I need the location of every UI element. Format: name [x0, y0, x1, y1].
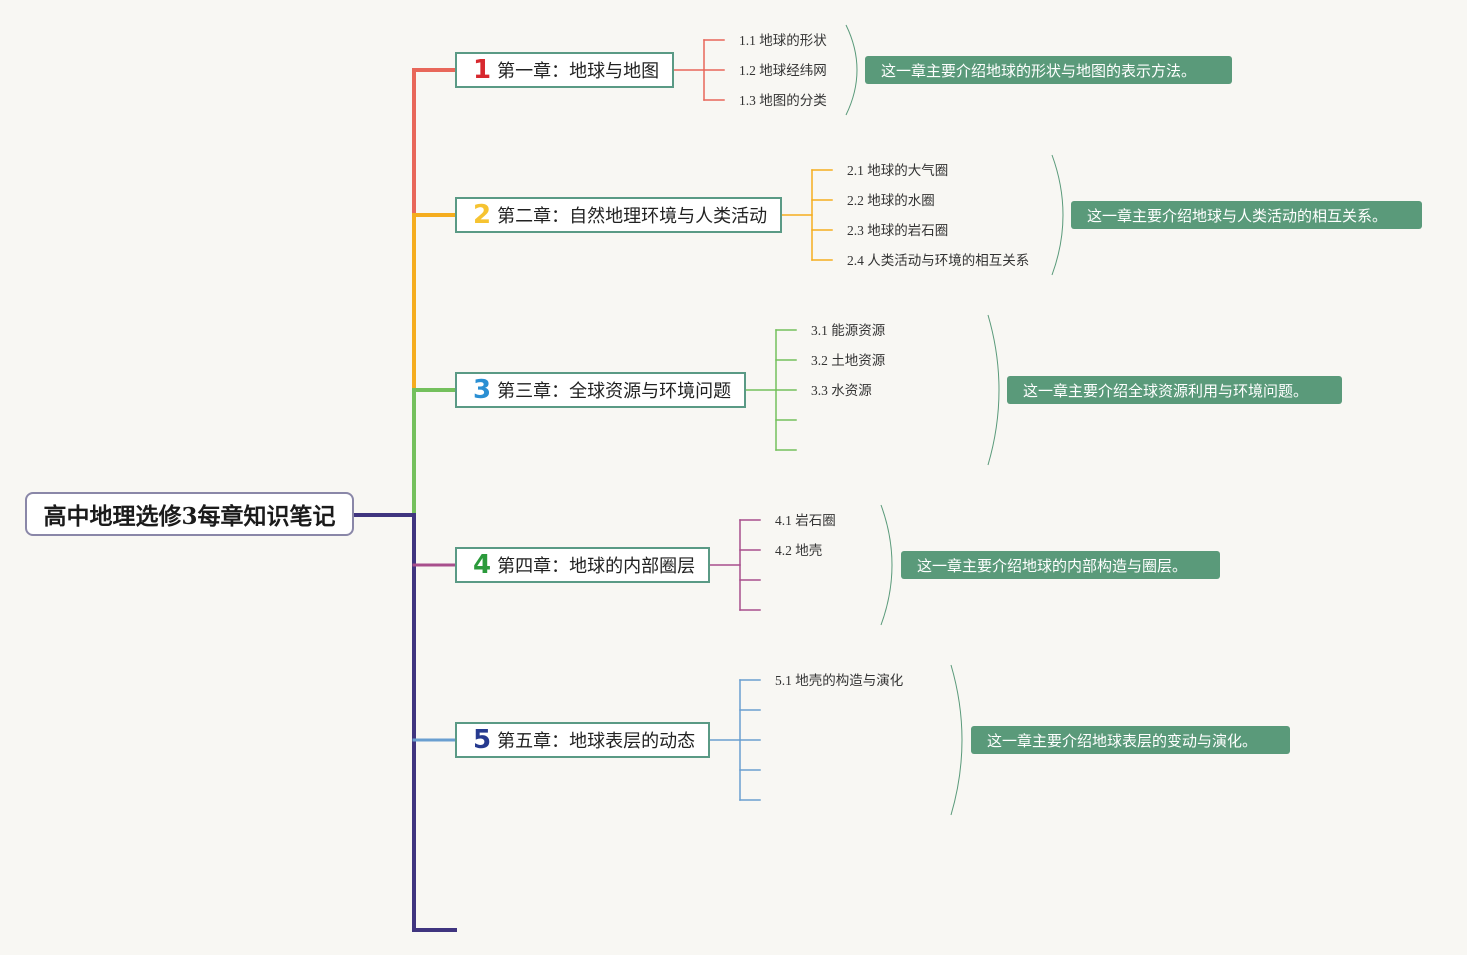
subtopic-2-2[interactable]: 2.2 地球的水圈	[847, 193, 935, 208]
chapter-4-node[interactable]: 4 第四章：地球的内部圈层	[455, 547, 710, 583]
chapter-4-title: 第四章：地球的内部圈层	[497, 556, 696, 577]
chapter-5-node[interactable]: 5 第五章：地球表层的动态	[455, 722, 710, 758]
summary-chapter-1[interactable]: 这一章主要介绍地球的形状与地图的表示方法。	[865, 56, 1232, 84]
root-topic[interactable]: 高中地理选修3每章知识笔记	[25, 492, 354, 536]
subtopic-1-1[interactable]: 1.1 地球的形状	[739, 33, 827, 48]
subtopic-2-3[interactable]: 2.3 地球的岩石圈	[847, 223, 949, 238]
summary-chapter-2[interactable]: 这一章主要介绍地球与人类活动的相互关系。	[1071, 201, 1422, 229]
chapter-1-title: 第一章：地球与地图	[497, 61, 660, 82]
chapter-4-number: 4	[473, 550, 492, 580]
subtopic-5-1[interactable]: 5.1 地壳的构造与演化	[775, 673, 904, 688]
brace-chapter-4	[880, 504, 893, 626]
brace-chapter-1	[845, 24, 858, 116]
subtopic-2-4[interactable]: 2.4 人类活动与环境的相互关系	[847, 253, 1030, 268]
chapter-1-number: 1	[473, 55, 492, 85]
chapter-5-title: 第五章：地球表层的动态	[497, 731, 696, 752]
chapter-5-number: 5	[473, 725, 492, 755]
subtopic-4-2[interactable]: 4.2 地壳	[775, 543, 823, 558]
subtopic-4-1[interactable]: 4.1 岩石圈	[775, 513, 836, 528]
chapter-2-number: 2	[473, 200, 492, 230]
subtopic-1-3[interactable]: 1.3 地图的分类	[739, 93, 827, 108]
subtopic-2-1[interactable]: 2.1 地球的大气圈	[847, 163, 949, 178]
chapter-2-title: 第二章：自然地理环境与人类活动	[497, 206, 768, 227]
brace-chapter-5	[950, 664, 963, 816]
chapter-3-number: 3	[473, 375, 492, 405]
subtopic-3-3[interactable]: 3.3 水资源	[811, 383, 872, 398]
subtopic-1-2[interactable]: 1.2 地球经纬网	[739, 63, 827, 78]
chapter-3-title: 第三章：全球资源与环境问题	[497, 381, 732, 402]
subtopic-3-2[interactable]: 3.2 土地资源	[811, 353, 886, 368]
chapter-1-node[interactable]: 1 第一章：地球与地图	[455, 52, 674, 88]
root-title: 高中地理选修3每章知识笔记	[43, 503, 336, 530]
summary-chapter-4[interactable]: 这一章主要介绍地球的内部构造与圈层。	[901, 551, 1220, 579]
summary-chapter-5[interactable]: 这一章主要介绍地球表层的变动与演化。	[971, 726, 1290, 754]
brace-chapter-2	[1051, 154, 1064, 276]
chapter-3-node[interactable]: 3 第三章：全球资源与环境问题	[455, 372, 746, 408]
chapter-2-node[interactable]: 2 第二章：自然地理环境与人类活动	[455, 197, 782, 233]
subtopic-3-1[interactable]: 3.1 能源资源	[811, 323, 886, 338]
brace-chapter-3	[987, 314, 1000, 466]
summary-chapter-3[interactable]: 这一章主要介绍全球资源利用与环境问题。	[1007, 376, 1342, 404]
